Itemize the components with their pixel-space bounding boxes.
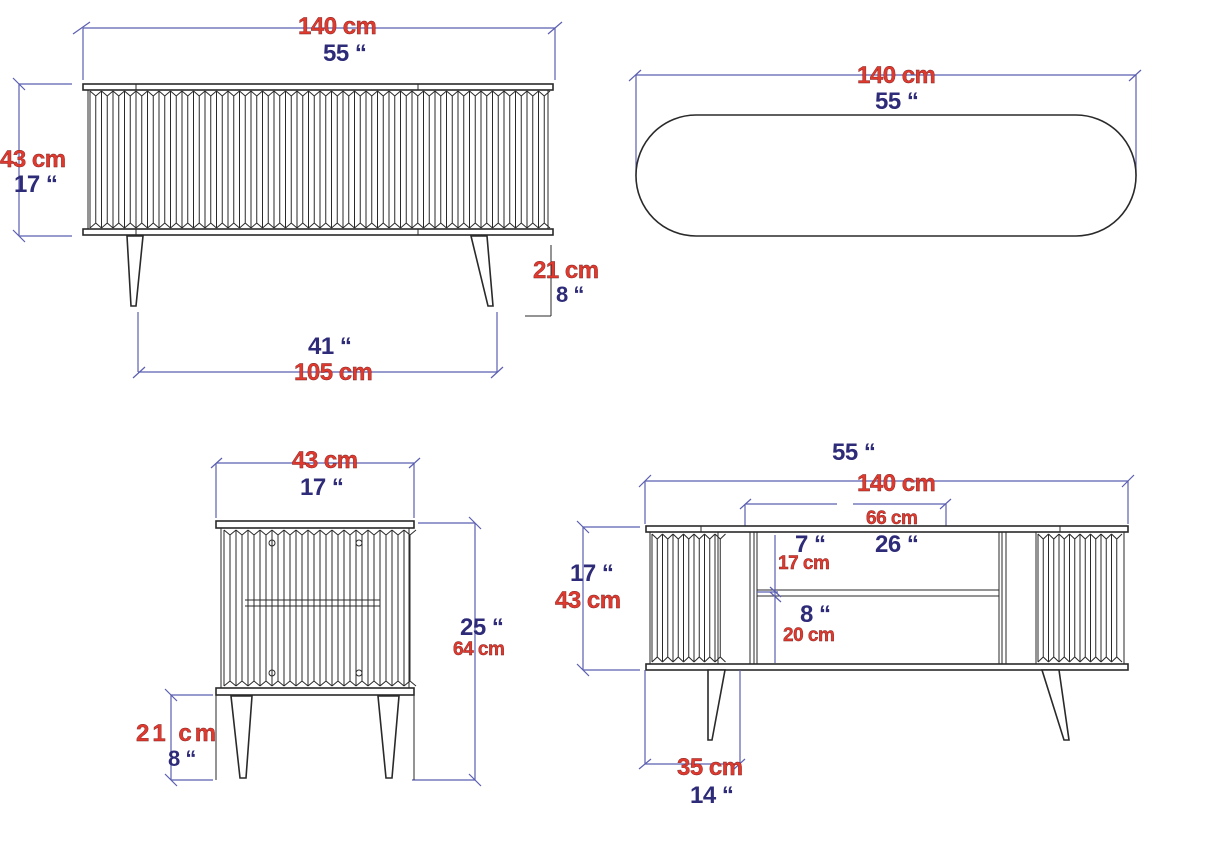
side-leg-height-cm: 21 cm <box>136 720 220 747</box>
top-width-cm: 140 cm <box>857 62 936 89</box>
top-view <box>628 69 1142 237</box>
front-height-in: 17 “ <box>14 171 58 198</box>
side-depth-cm: 43 cm <box>292 447 358 474</box>
opening-width-in: 26 “ <box>875 531 919 558</box>
front-leg-span-cm: 105 cm <box>294 359 373 386</box>
open-width-cm: 140 cm <box>857 470 936 497</box>
front-leg-span-in: 41 “ <box>308 333 352 360</box>
door-width-in: 14 “ <box>690 782 734 809</box>
door-width-cm: 35 cm <box>677 754 743 781</box>
front-height-cm: 43 cm <box>0 146 66 173</box>
side-total-height-in: 25 “ <box>460 614 504 641</box>
lower-shelf-cm: 20 cm <box>783 625 835 646</box>
opening-width-cm: 66 cm <box>866 508 918 529</box>
front-width-in: 55 “ <box>323 40 367 67</box>
side-total-height-cm: 64 cm <box>453 639 505 660</box>
open-height-in: 17 “ <box>570 560 614 587</box>
upper-shelf-cm: 17 cm <box>778 553 830 574</box>
side-depth-in: 17 “ <box>300 474 344 501</box>
front-leg-height-in: 8 “ <box>556 282 584 307</box>
side-leg-height-in: 8 “ <box>168 746 196 771</box>
front-width-cm: 140 cm <box>298 13 377 40</box>
open-width-in: 55 “ <box>832 439 876 466</box>
top-width-in: 55 “ <box>875 88 919 115</box>
side-view <box>164 457 482 787</box>
lower-shelf-in: 8 “ <box>800 601 831 628</box>
front-view <box>12 21 563 379</box>
open-height-cm: 43 cm <box>555 587 621 614</box>
open-front-view <box>576 474 1135 770</box>
front-leg-height-cm: 21 cm <box>533 257 599 284</box>
upper-shelf-in: 7 “ <box>795 531 826 558</box>
